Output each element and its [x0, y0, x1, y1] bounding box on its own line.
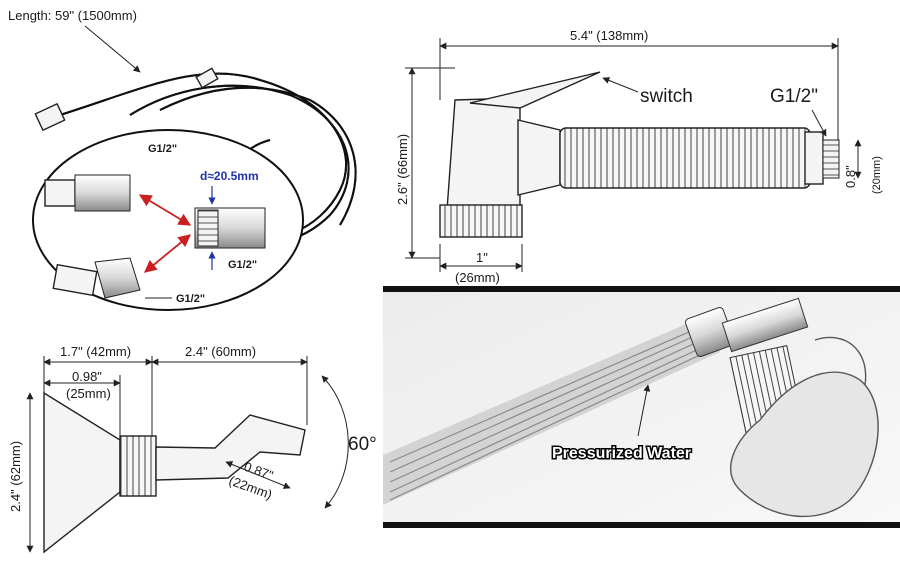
sprayer-drawing — [439, 71, 840, 238]
holder-drawing — [43, 391, 306, 554]
upper-thread-label: G1/2" — [148, 143, 177, 155]
holder-height-label: 2.4" (62mm) — [8, 441, 23, 512]
holder-nut — [119, 435, 157, 497]
hose-length-pointer — [84, 25, 141, 73]
sprayer-thread-label: G1/2" — [770, 86, 818, 107]
sprayer-thread — [822, 139, 840, 179]
holder-sub-mm-label: (25mm) — [66, 386, 111, 401]
photo-caption: Pressurized Water — [552, 445, 691, 462]
holder-arm — [155, 414, 306, 481]
holder-angle-label: 60° — [348, 434, 377, 455]
adapter-thread-label: G1/2" — [228, 259, 257, 271]
sprayer-head — [446, 97, 521, 211]
sprayer-height-label: 2.6" (66mm) — [395, 134, 410, 205]
switch-label: switch — [640, 86, 693, 107]
thread-dia-in-label: 0.8" — [843, 165, 858, 188]
base-in-label: 1" — [476, 250, 488, 265]
sprayer-width-label: 5.4" (138mm) — [570, 28, 648, 43]
hose-end-fitting — [34, 102, 66, 132]
holder-sub-in-label: 0.98" — [72, 369, 102, 384]
hand — [730, 371, 879, 518]
lower-connector-nut — [94, 257, 141, 299]
connector-detail-circle — [32, 129, 304, 311]
lower-hose-segment — [52, 263, 98, 297]
holder-width1-label: 1.7" (42mm) — [60, 344, 131, 359]
holder-base-plate — [43, 391, 121, 554]
sprayer-nozzle-ring — [439, 204, 523, 238]
lower-thread-label: G1/2" — [176, 293, 205, 305]
hose-length-label: Length: 59" (1500mm) — [8, 8, 137, 23]
holder-width2-label: 2.4" (60mm) — [185, 344, 256, 359]
sprayer-grip — [559, 127, 811, 189]
upper-connector-nut — [74, 174, 131, 212]
thread-dia-mm-label: (20mm) — [871, 156, 883, 194]
usage-photo — [383, 286, 900, 528]
water-jet — [383, 318, 720, 505]
diameter-label: d≈20.5mm — [200, 169, 259, 183]
switch-lever — [469, 71, 601, 109]
upper-hose-segment — [44, 179, 76, 207]
base-mm-label: (26mm) — [455, 270, 500, 285]
